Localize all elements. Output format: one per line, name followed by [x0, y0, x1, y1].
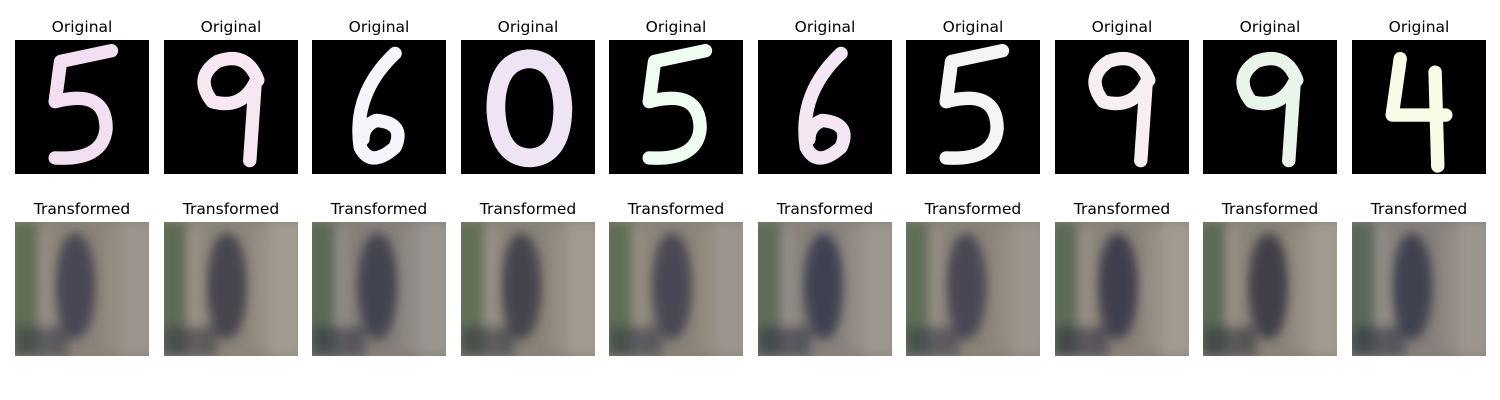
- original-cell: Original: [312, 18, 446, 178]
- original-cell: Original: [906, 18, 1040, 178]
- original-image: [312, 40, 446, 174]
- original-cell: Original: [15, 18, 149, 178]
- transformed-image: [609, 222, 743, 356]
- panel-title: Transformed: [627, 200, 725, 218]
- panel-title: Original: [794, 18, 856, 36]
- transformed-image: [1055, 222, 1189, 356]
- panel-title: Transformed: [33, 200, 131, 218]
- panel-title: Transformed: [479, 200, 577, 218]
- original-cell: Original: [609, 18, 743, 178]
- original-image: [15, 40, 149, 174]
- panel-title: Original: [497, 18, 559, 36]
- panel-title: Original: [1388, 18, 1450, 36]
- transformed-cell: Transformed: [1055, 200, 1189, 360]
- transformed-cell: Transformed: [906, 200, 1040, 360]
- transformed-image: [312, 222, 446, 356]
- transformed-cell: Transformed: [1203, 200, 1337, 360]
- digit-stroke: [486, 49, 573, 168]
- digit-stroke: [197, 51, 265, 168]
- panel-title: Original: [200, 18, 262, 36]
- panel-title: Transformed: [182, 200, 280, 218]
- digit-stroke: [642, 44, 713, 165]
- panel-title: Original: [1091, 18, 1153, 36]
- original-image: [1203, 40, 1337, 174]
- transformed-cell: Transformed: [15, 200, 149, 360]
- original-image: [164, 40, 298, 174]
- original-image: [1055, 40, 1189, 174]
- transformed-image: [461, 222, 595, 356]
- transformed-cell: Transformed: [1352, 200, 1486, 360]
- transformed-image: [906, 222, 1040, 356]
- panel-title: Transformed: [330, 200, 428, 218]
- panel-title: Transformed: [924, 200, 1022, 218]
- transformed-image: [758, 222, 892, 356]
- panel-title: Original: [348, 18, 410, 36]
- original-cell: Original: [461, 18, 595, 178]
- original-image: [609, 40, 743, 174]
- transformed-cell: Transformed: [164, 200, 298, 360]
- digit-stroke: [939, 44, 1010, 165]
- original-cell: Original: [1203, 18, 1337, 178]
- original-cell: Original: [1055, 18, 1189, 178]
- transformed-image: [1352, 222, 1486, 356]
- panel-title: Transformed: [1221, 200, 1319, 218]
- original-image: [758, 40, 892, 174]
- panel-title: Original: [942, 18, 1004, 36]
- panel-title: Transformed: [1073, 200, 1171, 218]
- original-image: [906, 40, 1040, 174]
- digit-stroke: [48, 44, 119, 165]
- transformed-cell: Transformed: [609, 200, 743, 360]
- digit-stroke: [1385, 52, 1453, 173]
- panel-title: Transformed: [1370, 200, 1468, 218]
- transformed-cell: Transformed: [312, 200, 446, 360]
- original-cell: Original: [164, 18, 298, 178]
- original-cell: Original: [758, 18, 892, 178]
- transformed-cell: Transformed: [758, 200, 892, 360]
- digit-stroke: [1236, 51, 1304, 168]
- transformed-image: [1203, 222, 1337, 356]
- digit-stroke: [1088, 51, 1156, 168]
- original-image: [461, 40, 595, 174]
- digit-stroke: [798, 46, 851, 165]
- digit-stroke: [352, 46, 405, 165]
- panel-title: Transformed: [776, 200, 874, 218]
- original-image: [1352, 40, 1486, 174]
- transformed-image: [15, 222, 149, 356]
- transformed-cell: Transformed: [461, 200, 595, 360]
- transformed-image: [164, 222, 298, 356]
- panel-title: Original: [1239, 18, 1301, 36]
- panel-title: Original: [51, 18, 113, 36]
- original-cell: Original: [1352, 18, 1486, 178]
- panel-title: Original: [645, 18, 707, 36]
